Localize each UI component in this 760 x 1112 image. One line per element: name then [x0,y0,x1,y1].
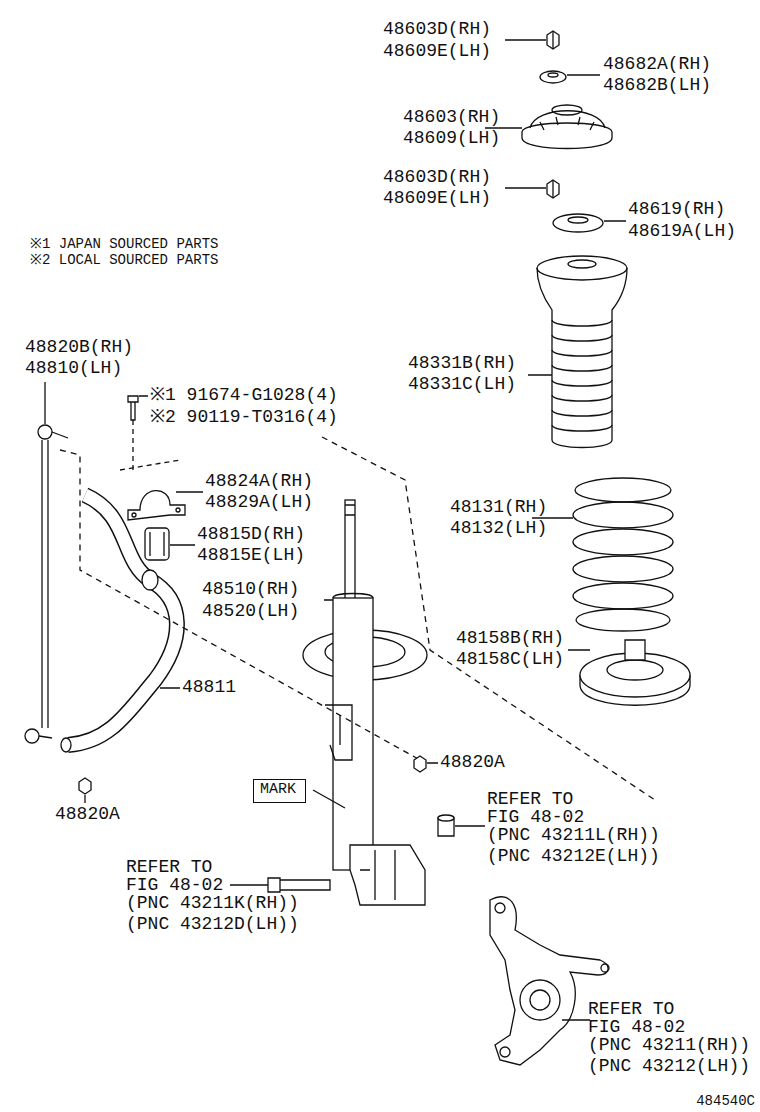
part-number: 48609E(LH) [383,41,491,62]
part-number: (PNC 43211L(RH)) [487,825,660,846]
part-number: ※1 91674-G1028(4) [150,385,338,406]
note-text: ※1 JAPAN SOURCED PARTS [30,236,218,252]
part-number: 48810(LH) [25,358,122,379]
part-number: REFER TO [588,999,674,1020]
part-number: (PNC 43212D(LH)) [126,914,299,935]
part-number: 48820A [440,752,505,773]
part-number: 48609(LH) [403,128,500,149]
part-number: 48331B(RH) [408,353,516,374]
part-number: 48603(RH) [403,107,500,128]
part-number: 48820A [55,804,120,825]
part-number: 48158B(RH) [456,628,564,649]
part-number: 48815D(RH) [197,524,305,545]
part-number: 48682A(RH) [603,54,711,75]
part-number: 48811 [182,677,236,698]
part-number: 48158C(LH) [456,649,564,670]
part-number: 48619(RH) [628,199,725,220]
part-number: (PNC 43211(RH)) [588,1035,750,1056]
part-number: 48132(LH) [450,518,547,539]
part-number: (PNC 43211K(RH)) [126,893,299,914]
part-number: 48603D(RH) [383,19,491,40]
note-text: 484540C [696,1093,755,1109]
part-number: 48824A(RH) [205,471,313,492]
part-number: ※2 90119-T0316(4) [150,407,338,428]
part-number: REFER TO [487,789,573,810]
part-number: 48331C(LH) [408,374,516,395]
part-number: (PNC 43212E(LH)) [487,846,660,867]
part-number: FIG 48-02 [487,807,584,828]
part-number: 48520(LH) [202,601,299,622]
part-number: 48820B(RH) [25,337,133,358]
part-number: 48682B(LH) [603,75,711,96]
mark-box: MARK [253,779,306,803]
part-number: 48603D(RH) [383,167,491,188]
part-number: FIG 48-02 [588,1017,685,1038]
part-number: 48619A(LH) [628,221,736,242]
note-text: ※2 LOCAL SOURCED PARTS [30,252,218,268]
part-number: 48510(RH) [202,579,299,600]
part-number: REFER TO [126,857,212,878]
part-number: 48609E(LH) [383,188,491,209]
part-number: 48829A(LH) [205,492,313,513]
part-number: (PNC 43212(LH)) [588,1056,750,1077]
part-number: 48131(RH) [450,497,547,518]
mark-label: MARK [260,781,299,799]
part-number: 48815E(LH) [197,545,305,566]
part-number: FIG 48-02 [126,875,223,896]
